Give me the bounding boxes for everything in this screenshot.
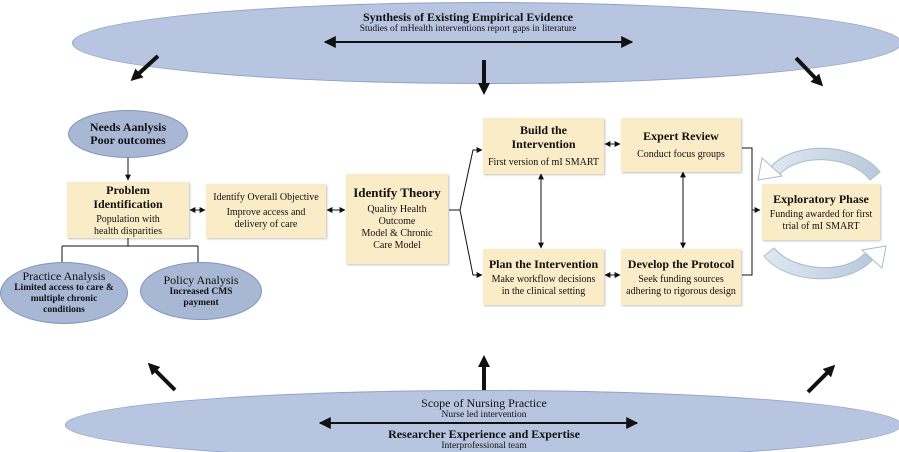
identify-theory-title: Identify Theory [353, 185, 441, 200]
develop-protocol-box: Develop the Protocol Seek funding source… [621, 249, 741, 305]
bold-arrow-top-left [130, 54, 160, 82]
practice-analysis-oval: Practice Analysis Limited access to care… [0, 262, 128, 324]
build-intervention-title: Build the Intervention [511, 123, 576, 151]
develop-protocol-line-1: Seek funding sources [638, 273, 724, 285]
problem-identification-line-2: health disparities [93, 225, 163, 237]
develop-protocol-title: Develop the Protocol [627, 256, 735, 271]
bracket-lower [459, 209, 483, 278]
top-band-subtitle: Studies of mHealth interventions report … [359, 24, 577, 34]
tree-problem-to-analyses [61, 238, 199, 262]
overall-objective-line-2: delivery of care [234, 218, 298, 230]
problem-identification-line-1: Population with [96, 213, 160, 225]
practice-analysis-line-2: multiple chronic [30, 294, 98, 304]
identify-theory-line-2: Model & Chronic [361, 228, 433, 239]
plan-intervention-box: Plan the Intervention Make workflow deci… [483, 249, 604, 305]
overall-objective-line-1: Improve access and [226, 206, 306, 218]
practice-analysis-line-3: conditions [43, 305, 85, 315]
bold-arrow-bottom-left [147, 362, 177, 392]
bracket-expert-develop-to-exploratory [742, 147, 753, 276]
exploratory-phase-box: Exploratory Phase Funding awarded for fi… [762, 184, 880, 240]
identify-theory-box: Identify Theory Quality Health Outcome M… [346, 174, 448, 264]
build-intervention-box: Build the Intervention First version of … [483, 118, 604, 174]
problem-identification-title: Problem Identification [93, 182, 163, 211]
expert-review-line-1: Conduct focus groups [637, 149, 725, 160]
bold-arrow-top-right [794, 56, 824, 87]
plan-intervention-title: Plan the Intervention [488, 256, 599, 271]
develop-protocol-line-2: adhering to rigorous design [626, 285, 736, 297]
bottom-band-text-1: Scope of Nursing Practice Nurse led inte… [284, 396, 684, 421]
needs-analysis-line-1: Needs Aanlysis [89, 120, 167, 134]
overall-objective-title: Identify Overall Objective [213, 191, 319, 203]
overall-objective-box: Identify Overall Objective Improve acces… [206, 184, 326, 238]
needs-analysis-oval: Needs Aanlysis Poor outcomes [68, 110, 188, 158]
identify-theory-line-3: Care Model [373, 240, 421, 251]
bottom-band-subtitle-1: Nurse led intervention [441, 410, 527, 420]
bottom-band-subtitle-2: Interprofessional team [441, 441, 527, 451]
bracket-upper [459, 147, 483, 211]
exploratory-phase-line-1: Funding awarded for first [769, 208, 873, 220]
top-band-text: Synthesis of Existing Empirical Evidence… [268, 10, 668, 35]
expert-review-box: Expert Review Conduct focus groups [621, 118, 741, 172]
expert-review-title: Expert Review [643, 129, 719, 143]
bottom-band-title-1: Scope of Nursing Practice [421, 396, 547, 410]
exploratory-phase-title: Exploratory Phase [773, 191, 869, 206]
policy-analysis-line-1: Increased CMS payment [169, 286, 233, 308]
policy-analysis-oval: Policy Analysis Increased CMS payment [140, 262, 262, 320]
bottom-band-title-2: Researcher Experience and Expertise [388, 427, 580, 441]
plan-intervention-line-2: in the clinical setting [501, 285, 586, 297]
identify-theory-line-1: Quality Health Outcome [367, 204, 427, 227]
bold-arrow-bottom-right [806, 364, 836, 394]
bottom-band-text-2: Researcher Experience and Expertise Inte… [284, 427, 684, 452]
practice-analysis-title: Practice Analysis [22, 269, 106, 283]
top-band-title: Synthesis of Existing Empirical Evidence [362, 10, 574, 24]
circular-arrows-icon [757, 147, 887, 280]
plan-intervention-line-1: Make workflow decisions [491, 273, 596, 285]
policy-analysis-title: Policy Analysis [163, 272, 239, 287]
practice-analysis-line-1: Limited access to care & [14, 283, 114, 293]
exploratory-phase-line-2: trial of mI SMART [782, 220, 860, 232]
needs-analysis-line-2: Poor outcomes [90, 133, 166, 147]
build-intervention-line-1: First version of mI SMART [487, 157, 600, 168]
problem-identification-box: Problem Identification Population with h… [67, 182, 189, 238]
